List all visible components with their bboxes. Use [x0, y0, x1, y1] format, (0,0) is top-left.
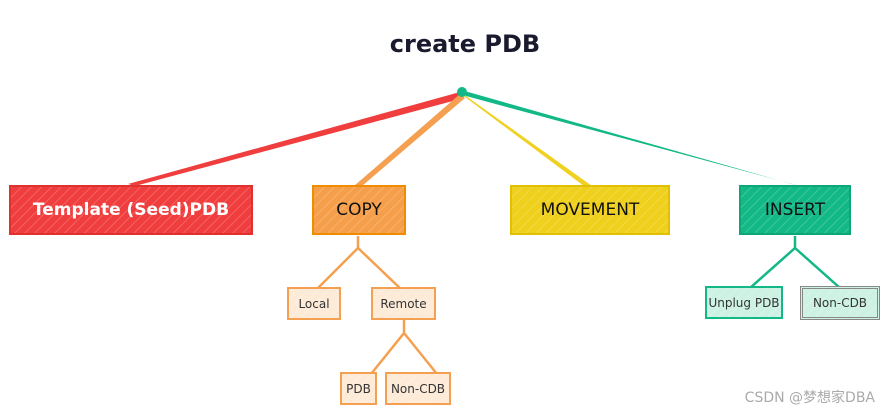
diagram-title: create PDB — [389, 30, 541, 58]
edges-copy — [313, 236, 438, 375]
node-label: Remote — [380, 296, 427, 311]
edge-copy-children — [313, 236, 405, 293]
node-local: Local — [287, 287, 341, 320]
edge-template — [128, 92, 464, 186]
edge-movement — [461, 94, 592, 186]
edge-insert-children — [749, 236, 841, 289]
node-label: Non-CDB — [390, 381, 446, 396]
node-label: MOVEMENT — [540, 200, 640, 220]
node-label: PDB — [346, 381, 371, 396]
node-label: Non-CDB — [812, 296, 868, 310]
node-label: Template (Seed)PDB — [32, 200, 230, 220]
node-movement: MOVEMENT — [510, 185, 670, 235]
node-label: Local — [298, 296, 330, 311]
watermark: CSDN @梦想家DBA — [744, 390, 875, 406]
root-node — [457, 87, 467, 97]
edge-insert — [461, 90, 800, 186]
node-remote: Remote — [371, 287, 436, 320]
node-template: Template (Seed)PDB — [9, 185, 253, 235]
node-non-cdb-insert: Non-CDB — [800, 286, 880, 320]
node-label: Unplug PDB — [708, 295, 780, 310]
node-label: INSERT — [764, 200, 826, 220]
node-unplug-pdb: Unplug PDB — [705, 286, 783, 319]
node-label: COPY — [336, 200, 382, 220]
edge-remote-children — [370, 320, 438, 375]
node-pdb: PDB — [340, 372, 377, 405]
node-insert: INSERT — [739, 185, 851, 235]
edges-insert — [749, 236, 841, 289]
edge-copy — [354, 94, 465, 186]
node-copy: COPY — [312, 185, 406, 235]
node-non-cdb-remote: Non-CDB — [385, 372, 451, 405]
